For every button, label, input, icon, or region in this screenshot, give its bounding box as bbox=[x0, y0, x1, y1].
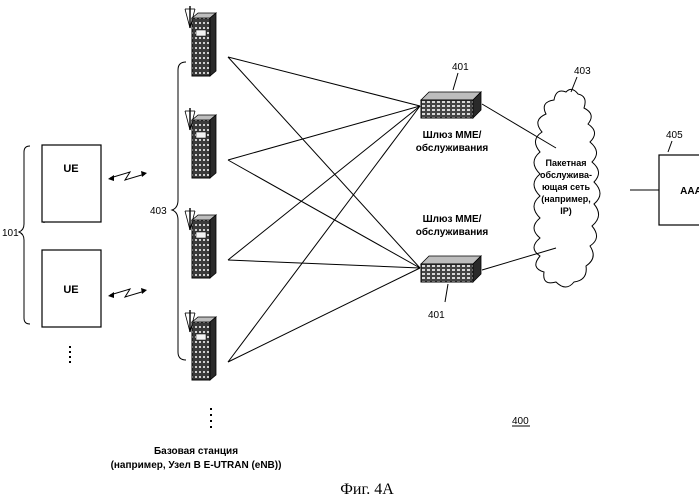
wireless-link-icon bbox=[108, 288, 147, 298]
aaa-leader bbox=[668, 141, 672, 152]
gateway-top-label-line2: обслуживания bbox=[416, 142, 489, 154]
base-station-icon bbox=[185, 108, 216, 178]
network-label: Пакетная обслужива- ющая сеть (например,… bbox=[540, 158, 592, 216]
ue-label: UE bbox=[63, 284, 78, 296]
ue-group-ref: 101 bbox=[2, 228, 19, 239]
bs-ellipsis bbox=[210, 408, 212, 428]
wireless-link-icon bbox=[108, 171, 147, 181]
aaa-label: AAA bbox=[680, 186, 699, 197]
gateway-top-label-line1: Шлюз MME/ bbox=[423, 130, 482, 141]
gateway-bottom-label-line1: Шлюз MME/ bbox=[423, 214, 482, 225]
aaa-ref: 405 bbox=[666, 130, 683, 141]
gateway-icon bbox=[421, 256, 481, 282]
gateway-bottom-leader bbox=[445, 284, 448, 302]
svg-text:Пакетная: Пакетная bbox=[546, 158, 587, 168]
gateway-bottom-label-line2: обслуживания bbox=[416, 226, 489, 238]
bs-group-ref: 403 bbox=[150, 206, 167, 217]
ue-device: UE bbox=[42, 145, 101, 223]
bs-label-line1: Базовая станция bbox=[154, 446, 238, 457]
system-ref: 400 bbox=[512, 416, 529, 427]
bs-label-line2: (например, Узел B E-UTRAN (eNB)) bbox=[111, 460, 282, 471]
ue-group-bracket bbox=[19, 146, 30, 324]
ue-device: UE bbox=[42, 250, 101, 327]
gateway-top-leader bbox=[453, 73, 458, 90]
gateway-top-ref: 401 bbox=[452, 62, 469, 73]
ue-ellipsis bbox=[69, 346, 71, 363]
bs-group-bracket bbox=[172, 62, 186, 360]
svg-text:(например,: (например, bbox=[541, 194, 591, 204]
network-ref: 403 bbox=[574, 66, 591, 77]
bs-gateway-links bbox=[228, 57, 420, 362]
figure-caption: Фиг. 4А bbox=[340, 481, 394, 498]
gateway-network-link-bottom bbox=[482, 248, 556, 270]
base-station-icon bbox=[185, 6, 216, 76]
ue-label: UE bbox=[63, 163, 78, 175]
base-station-icon bbox=[185, 208, 216, 278]
svg-text:IP): IP) bbox=[560, 206, 572, 216]
svg-text:ющая сеть: ющая сеть bbox=[542, 182, 590, 192]
gateway-bottom-ref: 401 bbox=[428, 310, 445, 321]
base-station-icon bbox=[185, 310, 216, 380]
gateway-icon bbox=[421, 92, 481, 118]
svg-text:обслужива-: обслужива- bbox=[540, 170, 592, 180]
